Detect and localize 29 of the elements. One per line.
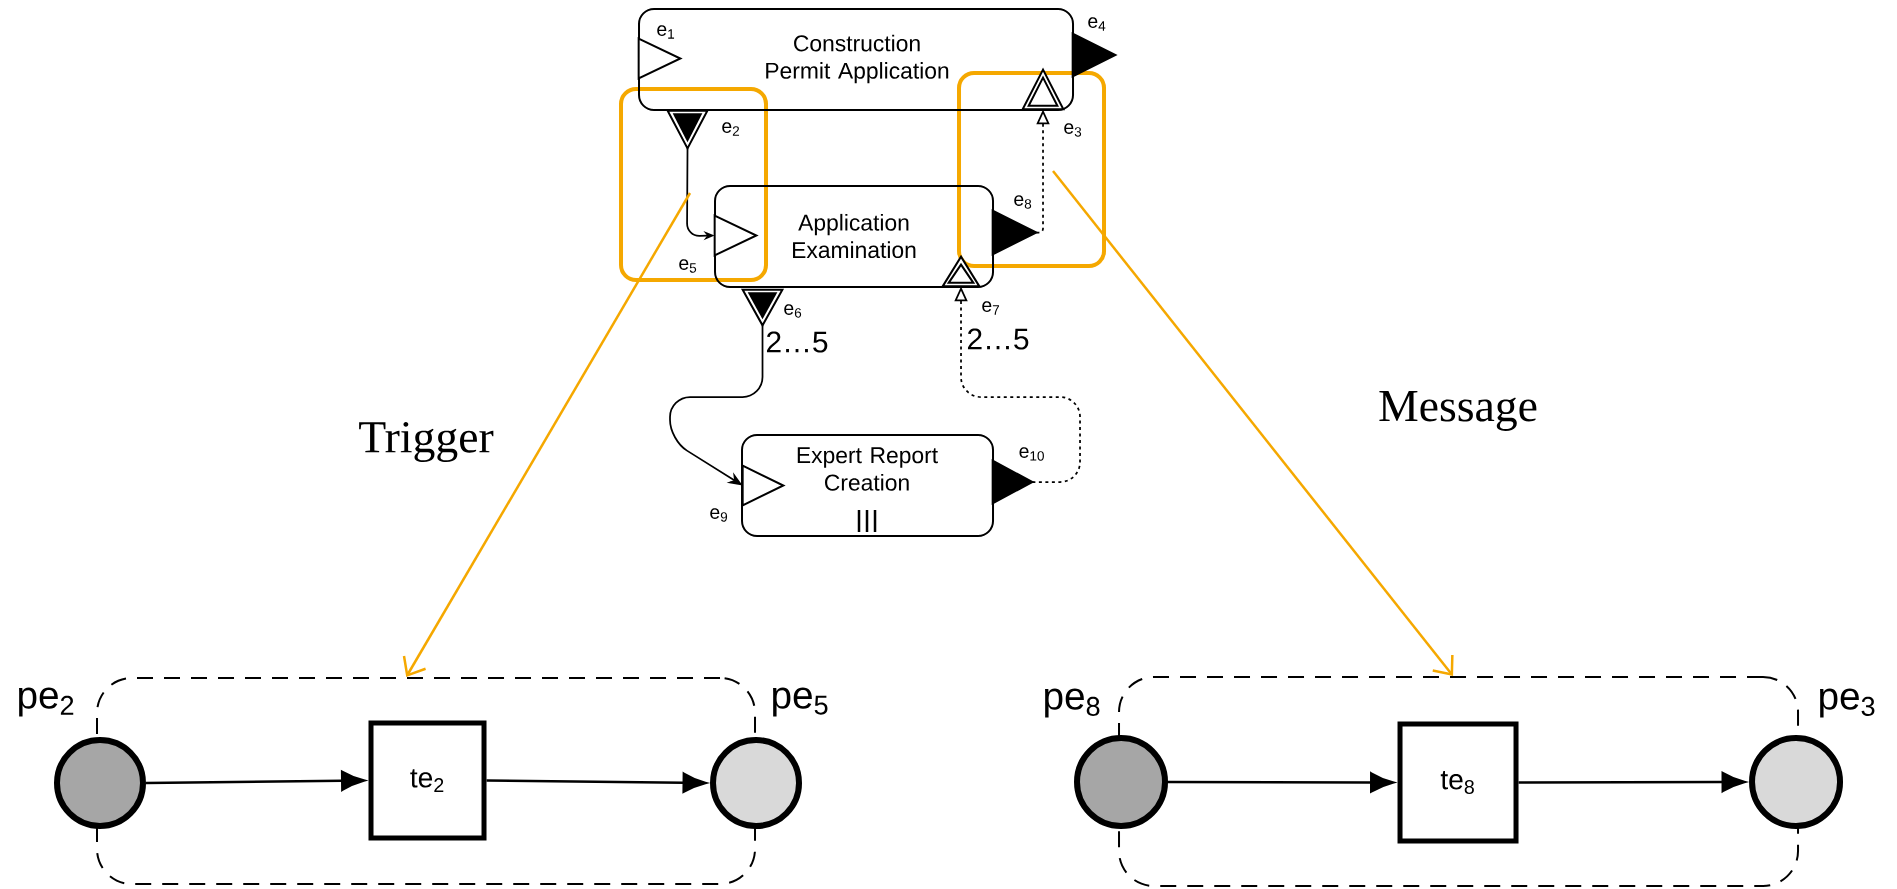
edge-label: Message bbox=[1379, 391, 1537, 431]
edge-label: 2…5 bbox=[767, 331, 828, 353]
arrow bbox=[1518, 771, 1746, 793]
event-label: e$_{2}$ bbox=[722, 122, 739, 136]
transition-box: te$_{8}$ bbox=[1397, 721, 1519, 844]
transition-box: te$_{2}$ bbox=[368, 720, 487, 841]
event-label: e$_{10}$ bbox=[1019, 447, 1044, 461]
place-label: pe$_{3}$ bbox=[1820, 688, 1875, 718]
dashed-frame bbox=[96, 677, 756, 885]
edge-label: 2…5 bbox=[968, 328, 1029, 350]
edge-label: Trigger bbox=[359, 421, 494, 463]
event-label: e$_{7}$ bbox=[982, 301, 999, 315]
place-label: pe$_{8}$ bbox=[1045, 688, 1100, 718]
event-label: e$_{1}$ bbox=[657, 25, 675, 39]
arrow bbox=[1052, 170, 1454, 676]
place-label: pe$_{5}$ bbox=[773, 687, 828, 717]
dashed-frame bbox=[1118, 676, 1800, 887]
event-label: e$_{3}$ bbox=[1064, 123, 1082, 137]
event-label: e$_{6}$ bbox=[784, 304, 802, 318]
arrow bbox=[669, 324, 764, 486]
event-label: e$_{5}$ bbox=[679, 259, 697, 273]
arrow bbox=[402, 192, 692, 677]
task-box: Application Examination bbox=[714, 185, 994, 288]
event-label: e$_{4}$ bbox=[1088, 17, 1106, 31]
event-label: e$_{9}$ bbox=[710, 508, 728, 522]
place-label: pe$_{2}$ bbox=[19, 687, 74, 717]
event-label: e$_{8}$ bbox=[1014, 195, 1032, 209]
task-box: Expert Report Creation bbox=[741, 434, 994, 537]
arrow bbox=[486, 772, 707, 793]
